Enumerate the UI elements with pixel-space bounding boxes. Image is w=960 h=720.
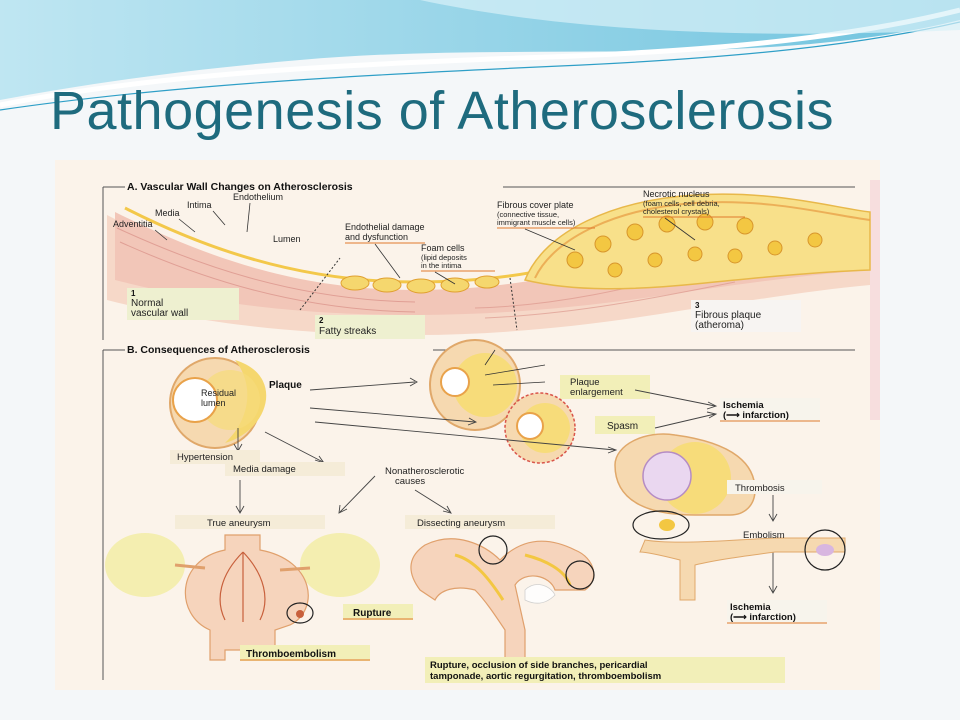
label-ischemia-bottom-1: Ischemia <box>730 602 771 613</box>
label-fibrous-cover-3: immigrant muscle cells) <box>497 218 576 227</box>
stage1-label-2: vascular wall <box>131 308 188 319</box>
label-residual-lumen-2: lumen <box>201 398 226 408</box>
stage3-number: 3 <box>695 301 700 310</box>
label-dissecting-aneurysm: Dissecting aneurysm <box>417 518 505 529</box>
dissection-circle-1 <box>478 535 508 565</box>
label-thromboembolism: Thromboembolism <box>246 649 336 660</box>
label-embolism: Embolism <box>743 530 785 541</box>
dissecting-aneurysm-box <box>405 515 555 529</box>
ischemia-bottom-box <box>727 600 827 624</box>
label-necrotic-nucleus-1: Necrotic nucleus <box>643 189 710 199</box>
header-wave-decoration <box>0 0 960 111</box>
label-necrotic-nucleus-3: cholesterol crystals) <box>643 207 710 216</box>
label-adventitia: Adventitia <box>113 219 153 229</box>
label-fibrous-cover-1: Fibrous cover plate <box>497 200 574 210</box>
atherosclerosis-figure: A. Vascular Wall Changes on Atherosclero… <box>55 160 880 690</box>
ischemia-top-box <box>720 398 820 422</box>
label-media-damage: Media damage <box>233 464 296 475</box>
label-consequences-2: tamponade, aortic regurgitation, thrombo… <box>430 671 661 682</box>
residual-lumen-circle <box>172 377 218 423</box>
label-foam-cells-3: in the intima <box>421 261 462 270</box>
plaque-enlargement-box <box>560 375 650 399</box>
label-plaque-enlargement-1: Plaque <box>570 377 600 388</box>
spasm-box <box>595 416 655 434</box>
label-residual-lumen-1: Residual <box>201 388 236 398</box>
section-b-heading: B. Consequences of Atherosclerosis <box>127 344 310 356</box>
dissecting-aneurysm-illustration <box>410 535 595 661</box>
embolus-highlight-circle <box>804 529 846 571</box>
section-b: B. Consequences of Atherosclerosis Resid… <box>102 339 855 683</box>
stage1-number: 1 <box>131 289 136 298</box>
label-endothelial-damage-1: Endothelial damage <box>345 222 425 232</box>
enlargement-arrow-2 <box>492 381 546 386</box>
section-a-heading: A. Vascular Wall Changes on Atherosclero… <box>127 181 353 193</box>
atheroma-foam-cells <box>566 213 823 278</box>
stage2-box <box>315 315 425 339</box>
embolism-branch <box>639 537 846 601</box>
vessel-media <box>115 212 870 315</box>
thromboembolism-box <box>240 645 370 661</box>
true-aneurysm-box <box>175 515 325 529</box>
label-necrotic-nucleus-2: (foam cells, cell debria, <box>643 199 720 208</box>
label-nonatherosclerotic-2: causes <box>395 476 425 487</box>
label-spasm: Spasm <box>607 421 638 432</box>
label-foam-cells-2: (lipid deposits <box>421 253 467 262</box>
label-fibrous-cover-2: (connective tissue, <box>497 210 559 219</box>
stage1-label-1: Normal <box>131 298 163 309</box>
label-ischemia-top-1: Ischemia <box>723 400 764 411</box>
flow-arrows <box>233 377 778 594</box>
enlargement-arrow-1 <box>484 364 546 376</box>
stage3-box <box>691 300 801 332</box>
dissection-circle-2 <box>565 560 595 590</box>
stage3-label-2: (atheroma) <box>695 320 744 331</box>
label-nonatherosclerotic-1: Nonatherosclerotic <box>385 466 464 477</box>
enlargement-arrow-3 <box>484 349 496 366</box>
label-thrombosis: Thrombosis <box>735 483 785 494</box>
label-ischemia-top-2: (⟶ infarction) <box>723 410 789 421</box>
thrombus <box>642 451 692 501</box>
thrombosis-box <box>727 480 822 494</box>
media-damage-box <box>225 462 345 476</box>
label-ischemia-bottom-2: (⟶ infarction) <box>730 612 796 623</box>
label-plaque: Plaque <box>269 380 302 391</box>
label-plaque-enlargement-2: enlargement <box>570 387 623 398</box>
label-lumen: Lumen <box>273 234 301 244</box>
label-media: Media <box>155 208 180 218</box>
consequences-box <box>425 657 785 683</box>
label-true-aneurysm: True aneurysm <box>207 518 271 529</box>
stage3-label-1: Fibrous plaque <box>695 310 762 321</box>
label-consequences-1: Rupture, occlusion of side branches, per… <box>430 660 648 671</box>
stage2-number: 2 <box>319 316 324 325</box>
label-rupture: Rupture <box>353 608 392 619</box>
slide-title: Pathogenesis of Atherosclerosis <box>50 81 834 141</box>
fatty-streak-cells <box>340 275 500 294</box>
plaque-mass <box>225 360 267 443</box>
figure-svg: A. Vascular Wall Changes on Atherosclero… <box>55 160 880 690</box>
label-endothelium: Endothelium <box>233 192 283 202</box>
rupture-box <box>343 604 413 620</box>
label-intima: Intima <box>187 200 212 210</box>
label-foam-cells-1: Foam cells <box>421 243 465 253</box>
rupture-circle <box>286 602 314 624</box>
stage1-box <box>127 288 239 320</box>
section-a: A. Vascular Wall Changes on Atherosclero… <box>102 181 871 340</box>
true-aneurysm-illustration <box>105 533 380 661</box>
stage2-label-1: Fatty streaks <box>319 326 376 337</box>
label-endothelial-damage-2: and dysfunction <box>345 232 408 242</box>
thrombus-highlight-circle <box>632 510 690 540</box>
hypertension-box <box>170 450 260 464</box>
paper-edge <box>870 180 880 420</box>
label-hypertension: Hypertension <box>177 452 233 463</box>
